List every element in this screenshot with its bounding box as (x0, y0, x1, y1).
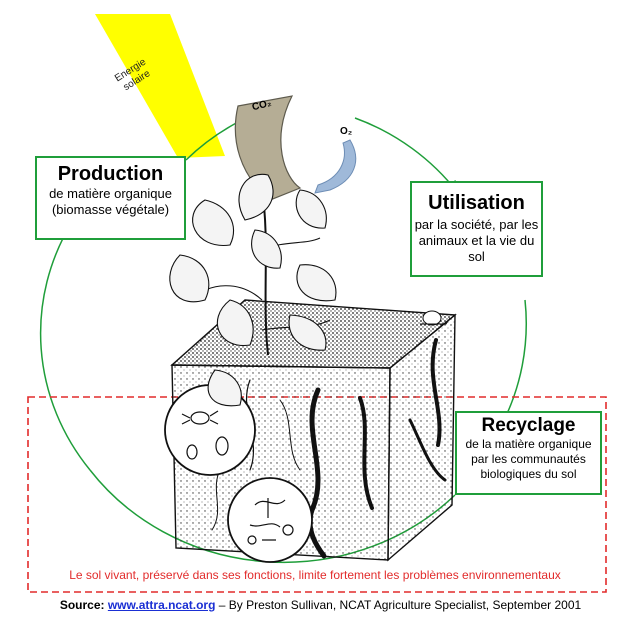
utilisation-title: Utilisation (428, 192, 525, 214)
living-soil-note: Le sol vivant, préservé dans ses fonctio… (69, 568, 561, 582)
source-credit: – By Preston Sullivan, NCAT Agriculture … (218, 598, 582, 612)
o2-arc-shape (314, 139, 357, 194)
recyclage-description: de la matière organique par les communau… (465, 437, 592, 481)
plant (169, 173, 337, 407)
soil-life-magnifiers (164, 384, 313, 563)
production-description: de matière organique (biomasse végétale) (49, 186, 172, 217)
snail (420, 310, 451, 326)
utilisation-box: Utilisation par la société, par les anim… (410, 181, 543, 277)
utilisation-description: par la société, par les animaux et la vi… (414, 217, 539, 264)
source-label: Source: (59, 598, 105, 612)
solar-energy-beam (95, 14, 225, 158)
recyclage-title: Recyclage (481, 415, 576, 436)
production-box: Production de matière organique (biomass… (35, 156, 186, 240)
recyclage-box: Recyclage de la matière organique par le… (455, 411, 602, 495)
production-title: Production (57, 163, 164, 185)
source-link[interactable]: www.attra.ncat.org (107, 598, 216, 612)
o2-label: O₂ (340, 126, 353, 137)
source-citation: Source: www.attra.ncat.org – By Preston … (0, 598, 641, 612)
co2-arc-shape (234, 95, 302, 201)
